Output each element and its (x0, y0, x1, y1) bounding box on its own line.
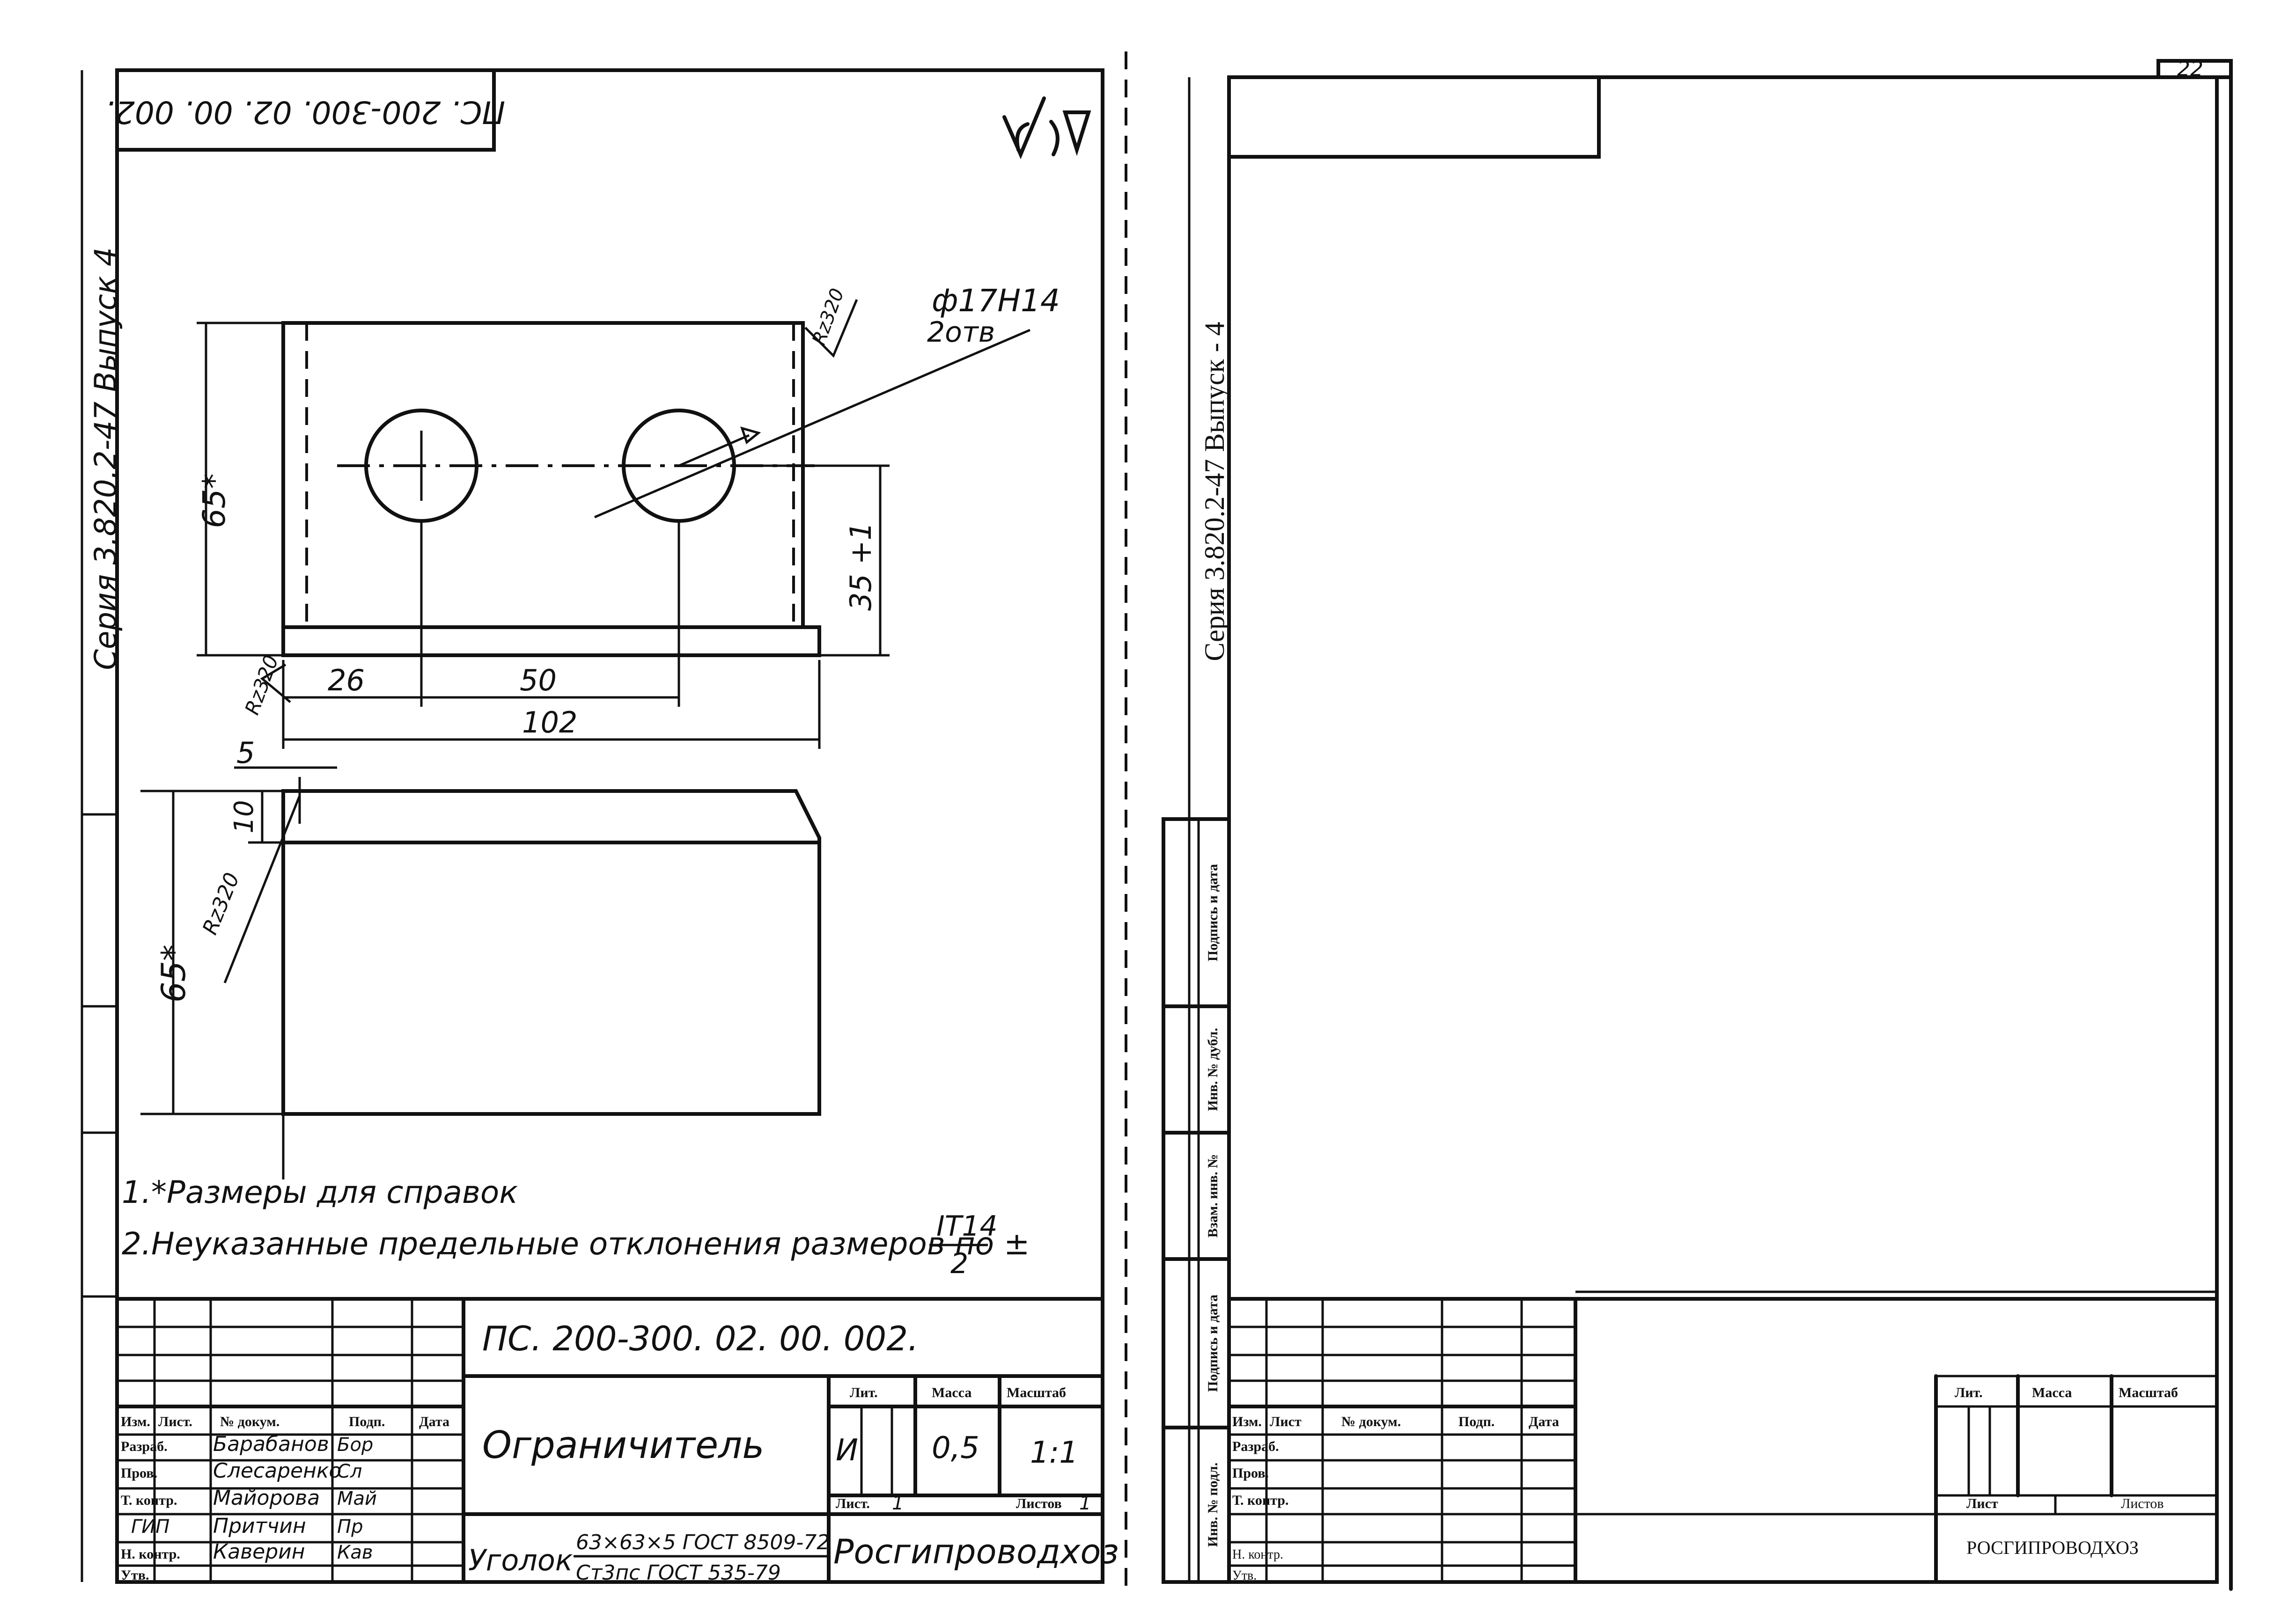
top-view (197, 299, 1030, 749)
organization: Росгипроводхоз (833, 1532, 1119, 1571)
r-sheets-label: Листов (2121, 1496, 2164, 1511)
r-organization: РОСГИПРОВОДХОЗ (1966, 1537, 2139, 1558)
material-line1: 63×63×5 ГОСТ 8509-72 (576, 1531, 830, 1554)
lit-value: И (836, 1433, 858, 1468)
r-role-tkontr: Т. контр. (1232, 1493, 1288, 1508)
lit-header: Лит. (850, 1385, 878, 1400)
series-label-vertical: Серия 3.820.2-47 Выпуск 4 (89, 247, 124, 670)
r-col-podp: Подп. (1458, 1414, 1494, 1429)
mass-header: Масса (932, 1385, 971, 1400)
sheets-label: Листов (1016, 1496, 1062, 1511)
sign-gip: Пр (337, 1516, 363, 1538)
material-prefix: Уголок (468, 1543, 573, 1577)
hole-label-bottom: 2отв (927, 316, 995, 349)
designation: ПС. 200-300. 02. 00. 002. (482, 1319, 919, 1358)
col-list: Лист. (158, 1414, 192, 1429)
scale-value: 1:1 (1030, 1436, 1078, 1470)
dim-height-bottom: 65* (155, 945, 193, 1003)
left-frame (115, 68, 1104, 1584)
role-razrab: Разраб. (121, 1439, 168, 1454)
r-role-utv: Утв. (1232, 1568, 1257, 1583)
name-razrab: Барабанов (213, 1432, 329, 1456)
name-gip: Притчин (213, 1514, 306, 1538)
name-prov: Слесаренко (213, 1459, 341, 1483)
name-nkontr: Каверин (213, 1540, 305, 1564)
note-2-fraction-bottom: 2 (950, 1247, 968, 1280)
sheet-label: Лист. (836, 1496, 870, 1511)
r-role-prov: Пров. (1232, 1465, 1269, 1481)
r-scale-header: Масштаб (2119, 1385, 2178, 1400)
col-podp: Подп. (349, 1414, 385, 1429)
dim-102: 102 (522, 705, 577, 740)
role-prov: Пров. (121, 1465, 157, 1481)
rz-left: Rz320 (240, 652, 283, 718)
note-1: 1.*Размеры для справок (122, 1174, 518, 1210)
sheet-value: 1 (892, 1493, 904, 1514)
left-title-block: Изм. Лист. № докум. Подп. Дата Разраб. П… (115, 1297, 1119, 1585)
sign-tkontr: Май (337, 1488, 377, 1509)
rz-side: Rz320 (198, 869, 244, 938)
series-label-vertical-right: Серия 3.820.2-47 Выпуск - 4 (1199, 322, 1230, 661)
part-name: Ограничитель (482, 1423, 764, 1467)
right-sheet: 22 Серия 3.820.2-47 Выпуск - 4 Подпись и… (1162, 57, 2233, 1591)
role-tkontr: Т. контр. (121, 1493, 177, 1508)
r-col-list: Лист (1270, 1414, 1302, 1429)
stamp-podpis-data: Подпись и дата (1205, 864, 1221, 961)
rz-top: Rz320 (808, 286, 848, 348)
r-col-data: Дата (1529, 1414, 1559, 1429)
r-sheet-label: Лист (1966, 1496, 1998, 1511)
r-mass-header: Масса (2032, 1385, 2072, 1400)
left-sheet: ПС. 200-300. 02. 00. 002. Серия 3.820.2-… (81, 68, 1119, 1585)
sheets-value: 1 (1079, 1493, 1091, 1514)
hole-label-top: ф17Н14 (932, 283, 1060, 319)
right-title-block: Изм. Лист № докум. Подп. Дата Разраб. Пр… (1227, 1290, 2219, 1584)
mass-value: 0,5 (932, 1431, 979, 1465)
r-lit-header: Лит. (1955, 1385, 1983, 1400)
stamp-inv-podl: Инв. № подл. (1205, 1463, 1221, 1547)
r-role-razrab: Разраб. (1232, 1439, 1279, 1454)
page-number: 22 (2177, 57, 2203, 81)
role-gip: ГИП (131, 1516, 169, 1538)
col-data: Дата (419, 1414, 449, 1429)
stamp-vzam-inv: Взам. инв. № (1205, 1154, 1221, 1238)
sign-razrab: Бор (337, 1434, 373, 1456)
note-2-fraction-top: IT14 (936, 1210, 998, 1243)
col-izm: Изм. (121, 1414, 150, 1429)
dim-35: 35 +1 (844, 522, 878, 611)
side-view (140, 766, 821, 1179)
dim-50: 50 (520, 663, 557, 697)
r-col-docum: № докум. (1341, 1414, 1401, 1429)
role-nkontr: Н. контр. (121, 1546, 180, 1562)
scale-header: Масштаб (1007, 1385, 1066, 1400)
dim-5: 5 (236, 736, 255, 770)
dim-10: 10 (229, 800, 259, 833)
sign-nkontr: Кав (337, 1542, 373, 1563)
r-col-izm: Изм. (1232, 1414, 1262, 1429)
role-utv: Утв. (121, 1567, 149, 1583)
dim-height-top: 65* (196, 474, 232, 528)
dim-26: 26 (328, 663, 365, 697)
sign-prov: Сл (337, 1461, 362, 1482)
stamp-inv-dubl: Инв. № дубл. (1205, 1028, 1221, 1111)
material-line2: Ст3пс ГОСТ 535-79 (576, 1561, 781, 1585)
col-docum: № докум. (220, 1414, 280, 1429)
stamp-podpis-data-2: Подпись и дата (1205, 1295, 1221, 1392)
roughness-symbol (1002, 96, 1091, 160)
right-frame (1227, 75, 2219, 1584)
rotated-designation: ПС. 200-300. 02. 00. 002. (105, 94, 505, 130)
side-stamp: Подпись и дата Инв. № дубл. Взам. инв. №… (1162, 817, 1231, 1584)
note-2: 2.Неуказанные предельные отклонения разм… (122, 1226, 1030, 1262)
name-tkontr: Майорова (213, 1486, 320, 1510)
r-role-nkontr: Н. контр. (1232, 1547, 1283, 1562)
